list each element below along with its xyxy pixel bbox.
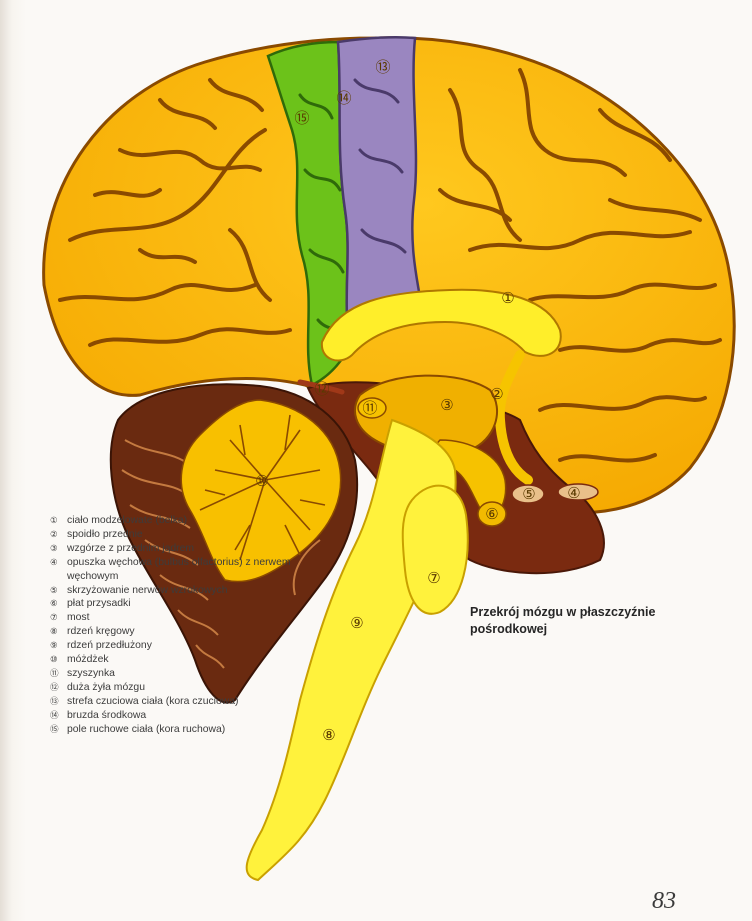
legend-label: spoidło przednie xyxy=(67,529,143,540)
legend-label: płat przysadki xyxy=(67,598,131,609)
legend-item: ④opuszka węchowa (bulbus olfactorius) z … xyxy=(50,556,300,584)
legend-item: ⑤skrzyżowanie nerwów wzrokowych xyxy=(50,584,300,598)
marker-15: ⑮ xyxy=(294,110,309,127)
marker-10: ⑩ xyxy=(255,473,268,490)
legend-number: ⑧ xyxy=(50,625,65,639)
legend-item: ⑨rdzeń przedłużony xyxy=(50,639,300,653)
legend-item: ⑫duża żyła mózgu xyxy=(50,681,300,695)
marker-1: ① xyxy=(501,290,514,307)
legend-label: móżdżek xyxy=(67,654,109,665)
page-number: 83 xyxy=(652,888,676,915)
marker-11: ⑪ xyxy=(362,400,377,417)
legend-number: ⑨ xyxy=(50,639,65,653)
legend-number: ③ xyxy=(50,542,65,556)
legend-label: skrzyżowanie nerwów wzrokowych xyxy=(67,585,228,596)
marker-2: ② xyxy=(490,386,503,403)
marker-3: ③ xyxy=(440,397,453,414)
legend-item: ③wzgórze z przednim jądrem xyxy=(50,542,300,556)
legend-item: ⑬strefa czuciowa ciała (kora czuciowa) xyxy=(50,695,300,709)
legend-label: wzgórze z przednim jądrem xyxy=(67,543,194,554)
legend-item: ②spoidło przednie xyxy=(50,528,300,542)
legend-label: duża żyła mózgu xyxy=(67,682,145,693)
legend-number: ⑬ xyxy=(50,695,65,709)
legend-number: ⑭ xyxy=(50,709,65,723)
marker-9: ⑨ xyxy=(350,615,363,632)
marker-12: ⑫ xyxy=(314,381,329,398)
legend-number: ⑪ xyxy=(50,667,65,681)
marker-4: ④ xyxy=(567,485,580,502)
legend-label: rdzeń przedłużony xyxy=(67,640,152,651)
legend-item: ⑧rdzeń kręgowy xyxy=(50,625,300,639)
legend-label: szyszynka xyxy=(67,668,115,679)
marker-7: ⑦ xyxy=(427,570,440,587)
legend-number: ④ xyxy=(50,556,65,570)
legend-list: ①ciało modzelowate (belka) ②spoidło prze… xyxy=(50,514,300,737)
legend-number: ⑤ xyxy=(50,584,65,598)
legend-item: ⑮pole ruchowe ciała (kora ruchowa) xyxy=(50,723,300,737)
legend-label: pole ruchowe ciała (kora ruchowa) xyxy=(67,724,225,735)
legend-number: ⑦ xyxy=(50,611,65,625)
legend-number: ⑥ xyxy=(50,597,65,611)
legend-label: bruzda środkowa xyxy=(67,710,146,721)
legend-label: strefa czuciowa ciała (kora czuciowa) xyxy=(67,696,239,707)
legend-number: ⑩ xyxy=(50,653,65,667)
legend-item: ⑥płat przysadki xyxy=(50,597,300,611)
legend-item: ⑦most xyxy=(50,611,300,625)
legend-number: ⑫ xyxy=(50,681,65,695)
legend-item: ⑩móżdżek xyxy=(50,653,300,667)
marker-8: ⑧ xyxy=(322,727,335,744)
legend-item: ⑭bruzda środkowa xyxy=(50,709,300,723)
marker-14: ⑭ xyxy=(336,90,351,107)
legend-number: ⑮ xyxy=(50,723,65,737)
marker-5: ⑤ xyxy=(522,486,535,503)
legend-number: ② xyxy=(50,528,65,542)
legend-number: ① xyxy=(50,514,65,528)
legend-label: opuszka węchowa (bulbus olfactorius) z n… xyxy=(67,557,291,582)
marker-6: ⑥ xyxy=(485,506,498,523)
marker-13: ⑬ xyxy=(375,59,390,76)
legend-label: rdzeń kręgowy xyxy=(67,626,135,637)
figure-caption: Przekrój mózgu w płaszczyźnie pośrodkowe… xyxy=(470,604,710,638)
pons xyxy=(403,486,468,614)
legend-item: ①ciało modzelowate (belka) xyxy=(50,514,300,528)
legend-label: ciało modzelowate (belka) xyxy=(67,515,187,526)
legend-item: ⑪szyszynka xyxy=(50,667,300,681)
legend-label: most xyxy=(67,612,90,623)
